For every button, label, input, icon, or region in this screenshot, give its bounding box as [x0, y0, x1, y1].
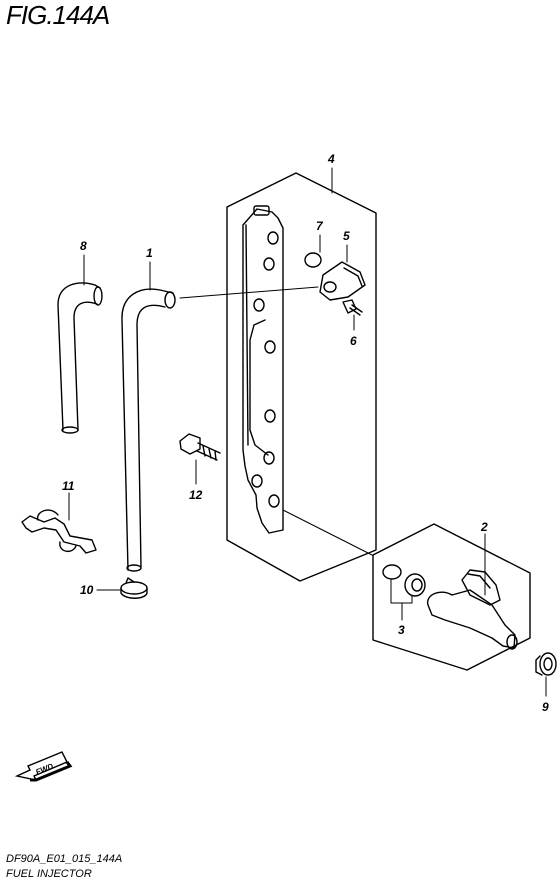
injector-seal-upper — [382, 564, 402, 580]
injector-cushion — [535, 652, 557, 676]
fuel-injector — [426, 569, 518, 650]
fuel-hose-long — [121, 288, 174, 571]
callout-8: 8 — [80, 239, 87, 253]
callout-6: 6 — [350, 334, 357, 348]
callout-11: 11 — [62, 479, 75, 493]
callout-5: 5 — [343, 229, 350, 243]
hose-clamp — [21, 509, 97, 554]
injector-group-box — [372, 523, 531, 671]
rail-bolt — [179, 433, 221, 461]
hose-clip — [120, 577, 148, 599]
fuel-inlet-fitting — [319, 261, 366, 301]
forward-arrow-icon: FWD — [14, 751, 73, 782]
callout-7: 7 — [316, 219, 324, 233]
callout-9: 9 — [542, 700, 549, 714]
figure-code: DF90A_E01_015_144A — [6, 853, 123, 865]
fuel-rail — [242, 205, 284, 534]
fuel-rail-group-box — [226, 172, 377, 582]
callout-10: 10 — [80, 583, 94, 597]
callout-2: 2 — [480, 520, 488, 534]
callout-3: 3 — [398, 623, 405, 637]
callout-1: 1 — [146, 246, 153, 260]
figure-title: FIG.144A — [6, 0, 110, 30]
fitting-bolt — [342, 299, 363, 316]
injector-seal-lower — [404, 573, 426, 597]
figure-name: FUEL INJECTOR — [6, 868, 92, 880]
callout-4: 4 — [327, 152, 335, 166]
callout-12: 12 — [189, 488, 203, 502]
fuel-hose-short — [57, 282, 101, 431]
o-ring — [304, 252, 322, 268]
